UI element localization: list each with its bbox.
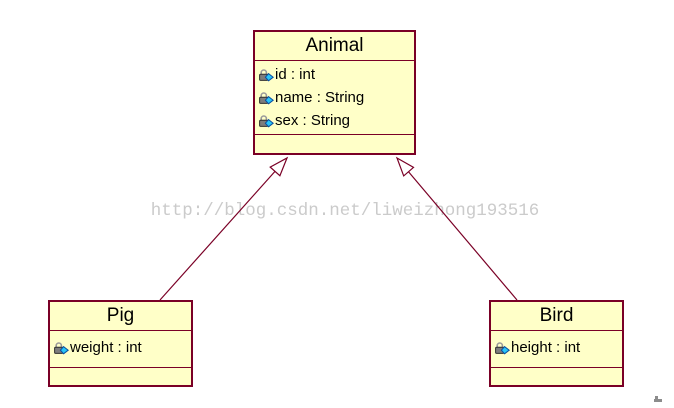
class-box-pig: Pig weight : int xyxy=(48,300,193,387)
attribute-row: sex : String xyxy=(258,109,414,132)
private-attribute-lock-icon xyxy=(54,341,69,354)
attribute-row: height : int xyxy=(494,336,622,359)
generalization-line xyxy=(408,171,518,301)
watermark-text: http://blog.csdn.net/liweizhong193516 xyxy=(150,201,540,221)
generalization-arrowhead-icon xyxy=(269,156,289,177)
attribute-row: id : int xyxy=(258,63,414,86)
class-name: Bird xyxy=(491,302,622,331)
attribute-label: id : int xyxy=(275,66,316,83)
corner-artifact-icon xyxy=(654,396,662,402)
generalization-bird-to-animal xyxy=(395,156,518,301)
class-name: Pig xyxy=(50,302,191,331)
attributes-compartment: id : int name : String sex : String xyxy=(255,61,414,135)
generalization-arrowhead-icon xyxy=(395,156,415,177)
operations-compartment xyxy=(50,368,191,385)
attribute-row: weight : int xyxy=(53,336,191,359)
class-name: Animal xyxy=(255,32,414,61)
class-box-animal: Animal id : int name : String xyxy=(253,30,416,155)
private-attribute-lock-icon xyxy=(495,341,510,354)
operations-compartment xyxy=(491,368,622,385)
private-attribute-lock-icon xyxy=(259,91,274,104)
generalization-line xyxy=(159,171,276,301)
class-box-bird: Bird height : int xyxy=(489,300,624,387)
attribute-label: sex : String xyxy=(275,112,351,129)
generalization-pig-to-animal xyxy=(159,156,289,301)
attribute-label: weight : int xyxy=(70,339,142,356)
attribute-row: name : String xyxy=(258,86,414,109)
private-attribute-lock-icon xyxy=(259,68,274,81)
attributes-compartment: height : int xyxy=(491,331,622,368)
attribute-label: height : int xyxy=(511,339,581,356)
private-attribute-lock-icon xyxy=(259,114,274,127)
operations-compartment xyxy=(255,135,414,153)
attributes-compartment: weight : int xyxy=(50,331,191,368)
attribute-label: name : String xyxy=(275,89,365,106)
